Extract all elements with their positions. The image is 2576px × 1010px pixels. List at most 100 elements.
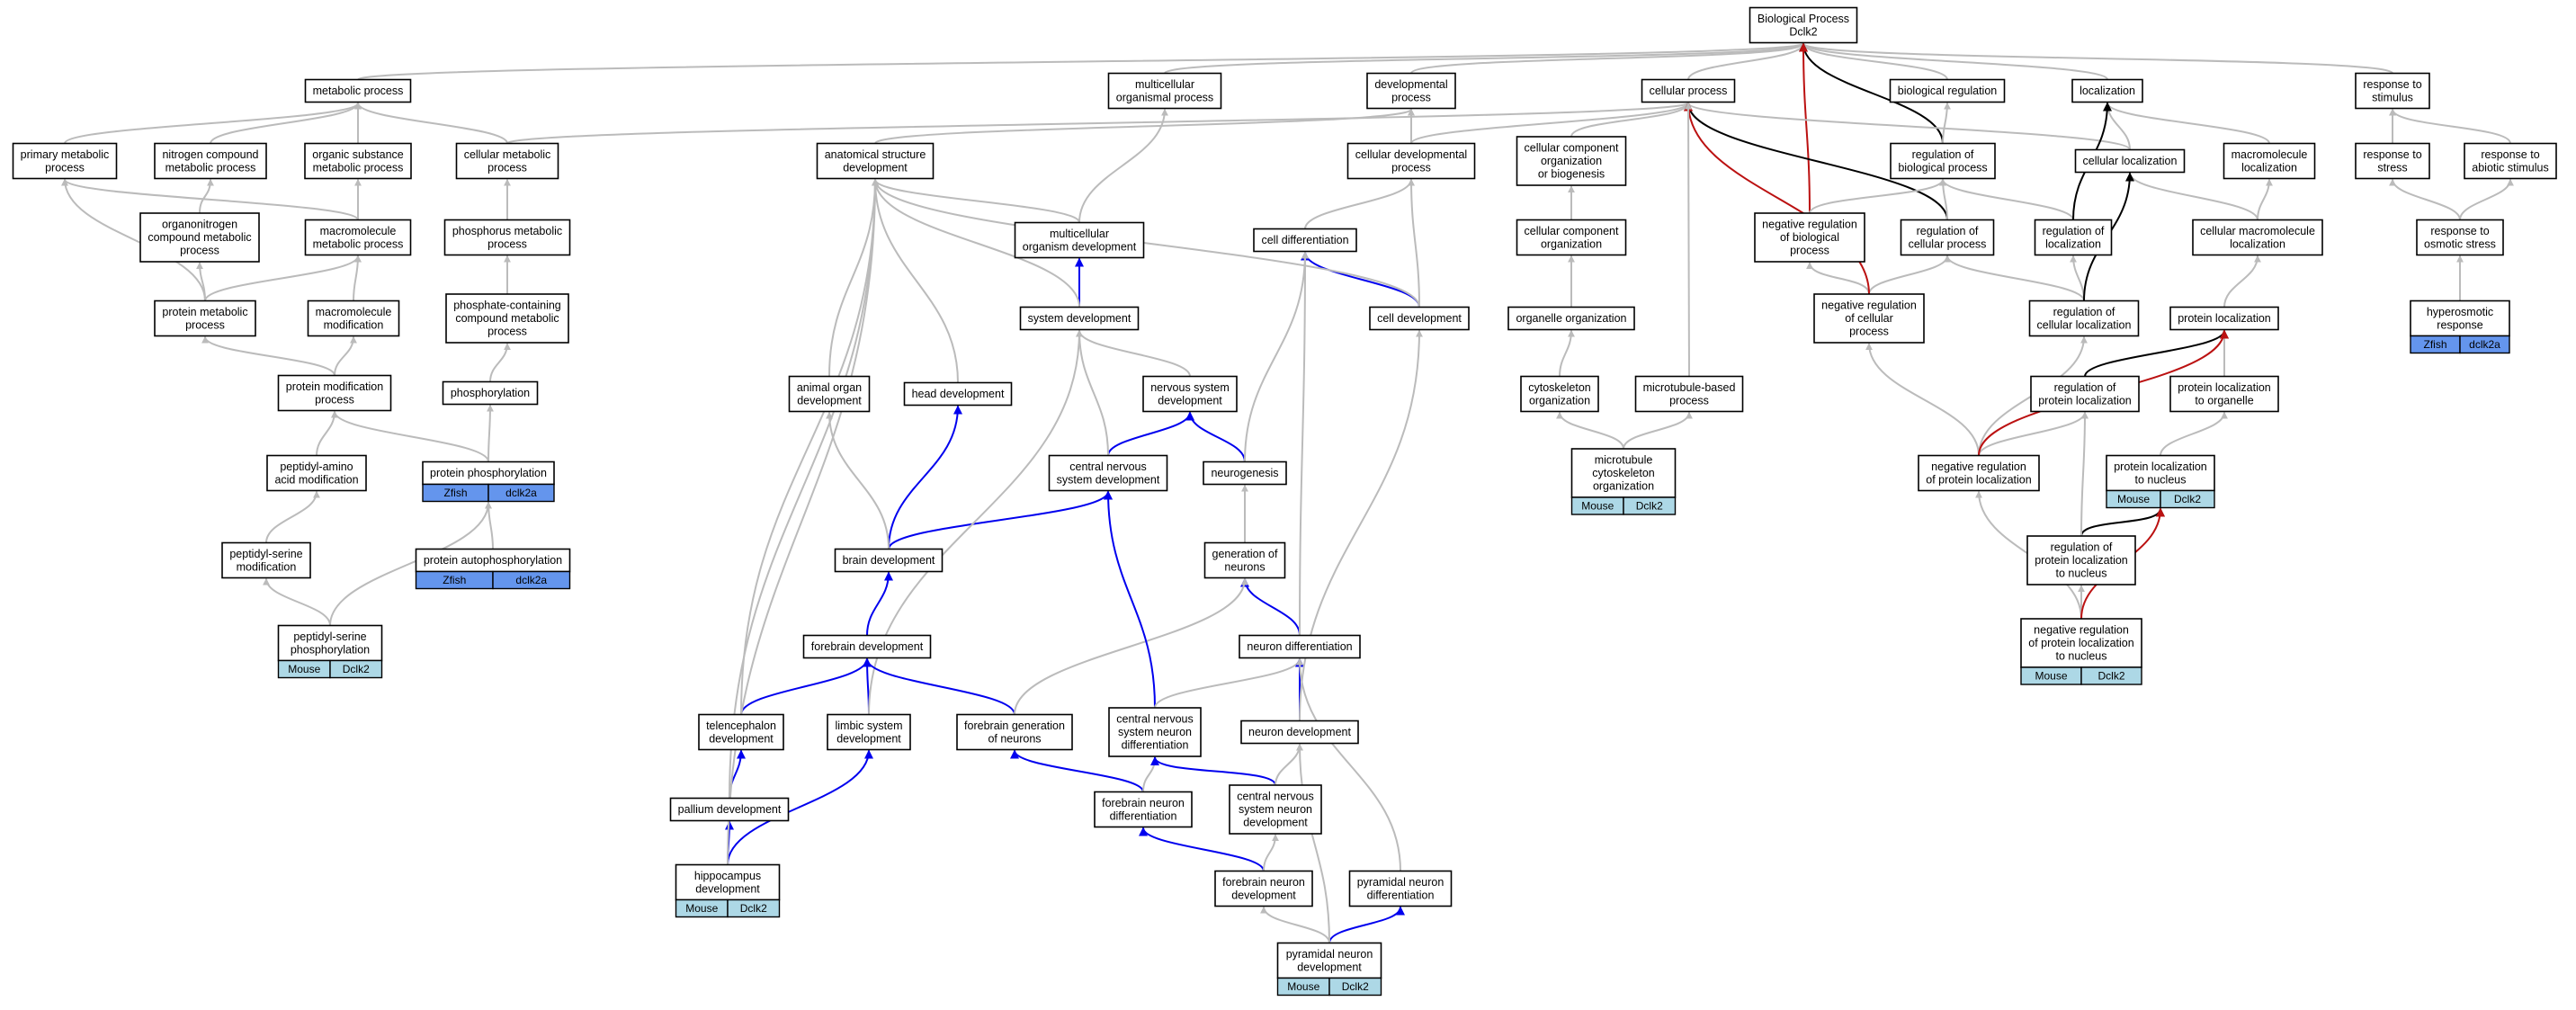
go-term-node[interactable]: microtubulecytoskeletonorganizationMouse… <box>1570 448 1677 515</box>
go-term-node[interactable]: cellular localization <box>2074 148 2186 174</box>
node-label: cellular metabolic <box>464 148 551 161</box>
go-term-node[interactable]: biological regulation <box>1889 78 2006 103</box>
node-label: neuron differentiation <box>1247 640 1352 653</box>
go-term-node[interactable]: neuron differentiation <box>1239 634 1361 659</box>
edge-path <box>485 501 494 550</box>
go-term-node[interactable]: cellular process <box>1641 78 1736 103</box>
go-term-node[interactable]: neurogenesis <box>1203 460 1287 486</box>
go-term-node[interactable]: cell differentiation <box>1253 228 1357 253</box>
edge-path <box>61 178 359 221</box>
go-term-node[interactable]: phosphorylation <box>442 380 539 406</box>
go-term-node[interactable]: forebrain development <box>802 634 932 659</box>
edge-gray <box>1296 657 1401 871</box>
go-term-node[interactable]: organelle organization <box>1507 306 1635 331</box>
node-box <box>1240 720 1359 745</box>
node-box <box>1094 791 1193 828</box>
edge-path <box>1687 42 1807 80</box>
node-box <box>1276 942 1382 979</box>
edge-path <box>727 178 879 865</box>
go-term-node[interactable]: protein localization <box>2169 306 2279 331</box>
node-box <box>2034 219 2113 256</box>
node-box <box>1754 212 1865 263</box>
go-term-node[interactable]: neuron development <box>1240 720 1359 745</box>
node-label: protein localization <box>2114 460 2207 473</box>
go-term-node[interactable]: cell development <box>1369 306 1470 331</box>
node-label: cell development <box>1377 312 1462 325</box>
edge-path <box>1150 756 1276 786</box>
go-term-node[interactable]: brain development <box>834 548 944 573</box>
node-label: peptidyl-serine <box>293 630 366 643</box>
node-box <box>2192 219 2323 256</box>
go-term-node[interactable]: head development <box>903 381 1013 407</box>
node-box <box>1634 375 1744 413</box>
edge-path <box>2389 178 2461 220</box>
go-term-node[interactable]: localization <box>2071 78 2143 103</box>
gene-cell <box>2080 666 2142 685</box>
go-term-node[interactable]: system development <box>1019 306 1140 331</box>
go-term-node[interactable]: pallium development <box>669 797 790 822</box>
go-term-node[interactable]: metabolic process <box>304 78 412 103</box>
node-label: cellular process <box>1909 237 1987 250</box>
